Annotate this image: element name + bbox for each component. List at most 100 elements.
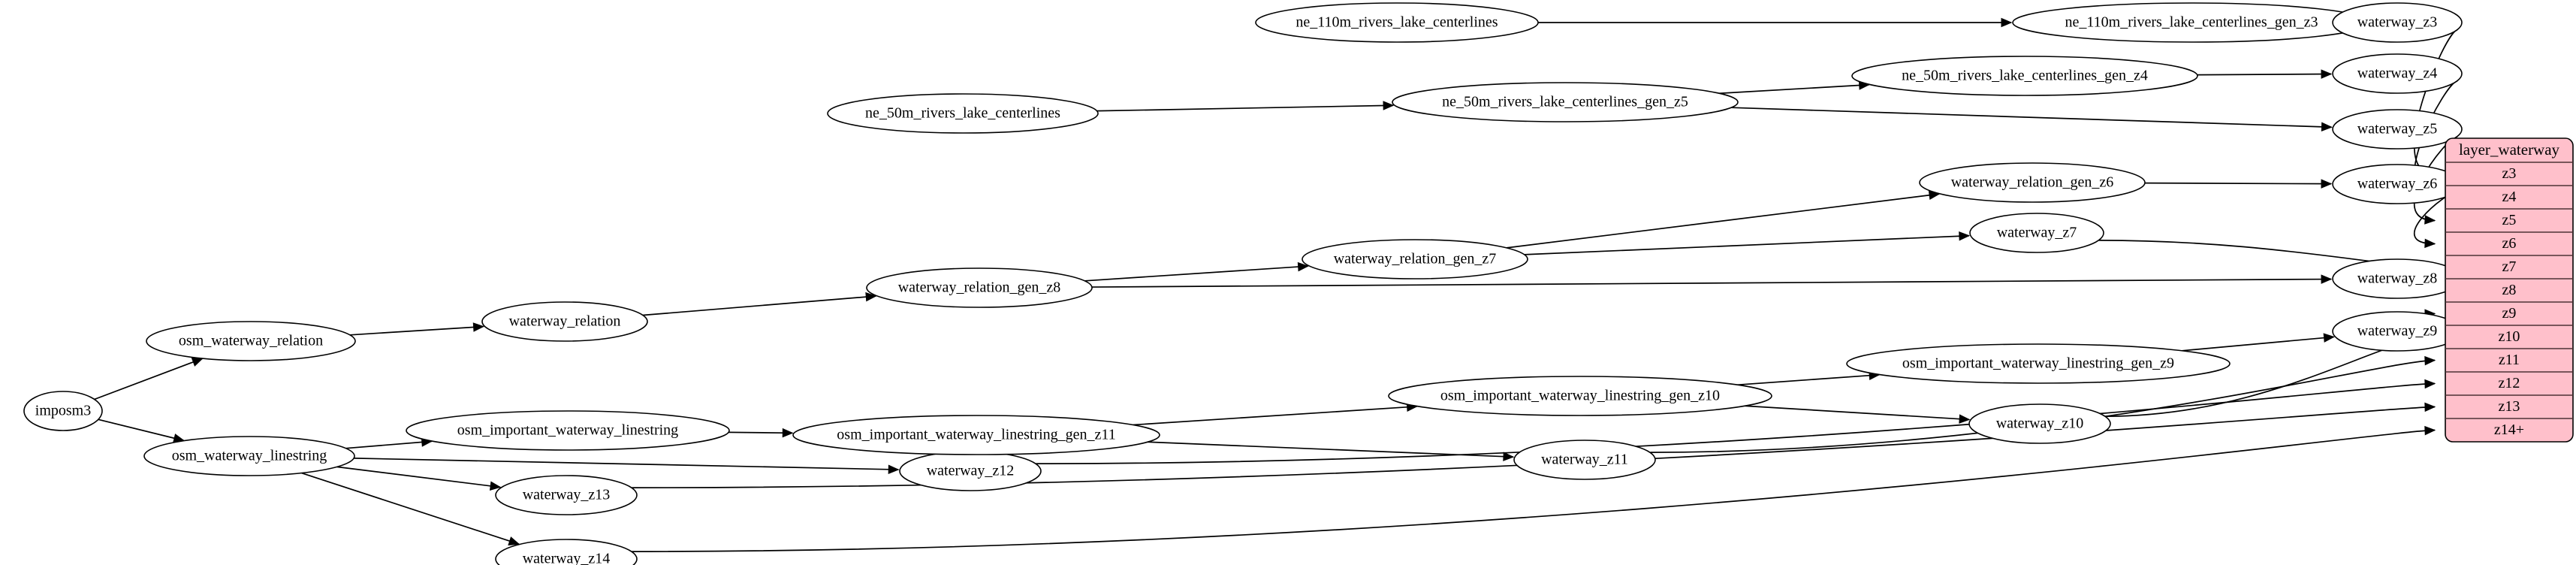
node-osm_waterway_relation[interactable]: osm_waterway_relation <box>146 321 356 361</box>
layer-table-row-z13[interactable]: z13 <box>2499 398 2520 415</box>
layer-table-row-z14+[interactable]: z14+ <box>2494 421 2524 438</box>
layer-table-row-z3[interactable]: z3 <box>2502 165 2517 182</box>
node-shape <box>495 475 638 515</box>
node-shape <box>406 410 730 451</box>
node-shape <box>1969 213 2104 253</box>
edge-osm_important_waterway_linestring_gen_z9-to-waterway_z9 <box>2182 336 2334 352</box>
edge-waterway_relation_gen_z7-to-waterway_relation_gen_z6 <box>1506 193 1940 249</box>
node-waterway_z11[interactable]: waterway_z11 <box>1513 440 1656 480</box>
node-waterway_z13[interactable]: waterway_z13 <box>495 475 638 515</box>
layer-table-title: layer_waterway <box>2459 140 2560 159</box>
layer-table-cell-label: z14+ <box>2494 421 2524 438</box>
node-waterway_z9[interactable]: waterway_z9 <box>2332 311 2463 352</box>
node-osm_important_waterway_linestring_gen_z10[interactable]: osm_important_waterway_linestring_gen_z1… <box>1388 376 1772 416</box>
node-osm_important_waterway_linestring_gen_z9[interactable]: osm_important_waterway_linestring_gen_z9 <box>1846 343 2231 384</box>
layer-table-cell-label: z7 <box>2502 258 2517 275</box>
node-waterway_z12[interactable]: waterway_z12 <box>899 451 1042 491</box>
edge-arrowhead <box>865 292 877 302</box>
edge-osm_important_waterway_linestring-to-osm_important_waterway_linestring_gen_z11 <box>728 431 793 434</box>
node-waterway_relation_gen_z8[interactable]: waterway_relation_gen_z8 <box>866 267 1093 308</box>
node-ne_50m_rivers_lake_centerlines[interactable]: ne_50m_rivers_lake_centerlines <box>827 93 1099 134</box>
layer-table-cell-label: z10 <box>2499 328 2520 345</box>
node-shape <box>1919 162 2146 203</box>
node-ne_110m_rivers_lake_centerlines[interactable]: ne_110m_rivers_lake_centerlines <box>1255 2 1539 43</box>
node-imposm3[interactable]: imposm3 <box>23 391 103 431</box>
node-waterway_z5[interactable]: waterway_z5 <box>2332 109 2463 150</box>
edge-arrowhead <box>2424 379 2436 389</box>
edge-osm_waterway_relation-to-waterway_relation <box>349 325 484 336</box>
node-waterway_z10[interactable]: waterway_z10 <box>1968 403 2111 444</box>
edge-arrowhead <box>1959 231 1971 241</box>
layer-table-cell-label: z5 <box>2502 212 2517 228</box>
layer-table-cell-label: z13 <box>2499 398 2520 415</box>
edge-arrowhead <box>2424 355 2436 366</box>
layer-table-background <box>2445 137 2574 443</box>
layer-table-row-z4[interactable]: z4 <box>2502 189 2517 205</box>
node-shape <box>1302 239 1528 279</box>
edge-arrowhead <box>2321 69 2333 79</box>
edge-arrowhead <box>508 536 520 545</box>
node-shape <box>23 391 103 431</box>
edge-waterway_relation_gen_z7-to-waterway_z7 <box>1524 234 1969 255</box>
node-shape <box>1968 403 2111 444</box>
layer-table-row-z10[interactable]: z10 <box>2499 328 2520 345</box>
node-ne_50m_rivers_lake_centerlines_gen_z4[interactable]: ne_50m_rivers_lake_centerlines_gen_z4 <box>1851 56 2198 96</box>
node-shape <box>1255 2 1539 43</box>
node-waterway_z4[interactable]: waterway_z4 <box>2332 53 2463 94</box>
edge-arrowhead <box>191 358 204 367</box>
layer-table-cell-label: z8 <box>2502 282 2517 298</box>
edge-ne_50m_rivers_lake_centerlines-to-ne_50m_rivers_lake_centerlines_gen_z5 <box>1096 104 1394 112</box>
edge-osm_important_waterway_linestring_gen_z10-to-waterway_z10 <box>1745 405 1970 421</box>
node-shape <box>146 321 356 361</box>
nodes-layer: imposm3 osm_waterway_relation osm_waterway… <box>23 2 2463 565</box>
edges-layer <box>94 17 2458 552</box>
node-waterway_z3[interactable]: waterway_z3 <box>2332 2 2463 43</box>
layer-table-cell-label: z4 <box>2502 189 2517 205</box>
node-shape <box>899 451 1042 491</box>
node-shape <box>866 267 1093 308</box>
node-waterway_relation[interactable]: waterway_relation <box>481 301 648 342</box>
node-shape <box>2332 109 2463 150</box>
node-shape <box>143 436 355 476</box>
layer-table-cell-label: z11 <box>2499 352 2520 368</box>
node-osm_waterway_linestring[interactable]: osm_waterway_linestring <box>143 436 355 476</box>
node-osm_important_waterway_linestring[interactable]: osm_important_waterway_linestring <box>406 410 730 451</box>
node-shape <box>827 93 1099 134</box>
node-shape <box>2332 164 2463 204</box>
layer-table-row-z6[interactable]: z6 <box>2502 235 2517 252</box>
node-shape <box>1851 56 2198 96</box>
node-shape <box>495 539 638 565</box>
node-waterway_z7[interactable]: waterway_z7 <box>1969 213 2104 253</box>
layer-table-row-z7[interactable]: z7 <box>2502 258 2517 275</box>
edge-ne_50m_rivers_lake_centerlines_gen_z5-to-waterway_z5 <box>1731 107 2332 128</box>
node-waterway_z8[interactable]: waterway_z8 <box>2332 258 2463 299</box>
node-waterway_z6[interactable]: waterway_z6 <box>2332 164 2463 204</box>
edge-arrowhead <box>2323 333 2335 343</box>
edge-arrowhead <box>1503 452 1515 461</box>
node-ne_50m_rivers_lake_centerlines_gen_z5[interactable]: ne_50m_rivers_lake_centerlines_gen_z5 <box>1392 82 1739 122</box>
layer-table-row-z9[interactable]: z9 <box>2502 305 2517 322</box>
node-ne_110m_rivers_lake_centerlines_gen_z3[interactable]: ne_110m_rivers_lake_centerlines_gen_z3 <box>2012 2 2371 43</box>
node-waterway_relation_gen_z7[interactable]: waterway_relation_gen_z7 <box>1302 239 1528 279</box>
layer-table-row-z8[interactable]: z8 <box>2502 282 2517 298</box>
edge-arrowhead <box>2424 215 2436 225</box>
edge-osm_waterway_linestring-to-waterway_z14 <box>301 472 520 545</box>
edge-ne_50m_rivers_lake_centerlines_gen_z4-to-waterway_z4 <box>2197 73 2332 76</box>
edge-osm_important_waterway_linestring_gen_z11-to-osm_important_waterway_linestring_gen_z10 <box>1133 406 1417 426</box>
node-shape <box>2332 53 2463 94</box>
edge-waterway_z13-to-layer_waterway-z13 <box>632 406 2436 488</box>
edge-arrowhead <box>2321 179 2333 189</box>
edge-waterway_relation_gen_z8-to-waterway_z8 <box>1091 278 2332 288</box>
layer-table-row-z11[interactable]: z11 <box>2499 352 2520 368</box>
edge-ne_50m_rivers_lake_centerlines_gen_z5-to-ne_50m_rivers_lake_centerlines_gen_z4 <box>1719 83 1869 95</box>
layer-table-row-z5[interactable]: z5 <box>2502 212 2517 228</box>
node-waterway_relation_gen_z6[interactable]: waterway_relation_gen_z6 <box>1919 162 2146 203</box>
layer-table-row-z12[interactable]: z12 <box>2499 375 2520 391</box>
edge-arrowhead <box>782 428 794 438</box>
node-shape <box>1846 343 2231 384</box>
node-osm_important_waterway_linestring_gen_z11[interactable]: osm_important_waterway_linestring_gen_z1… <box>792 415 1160 455</box>
layer-table-cell-label: z12 <box>2499 375 2520 391</box>
edge-arrowhead <box>1383 101 1395 110</box>
